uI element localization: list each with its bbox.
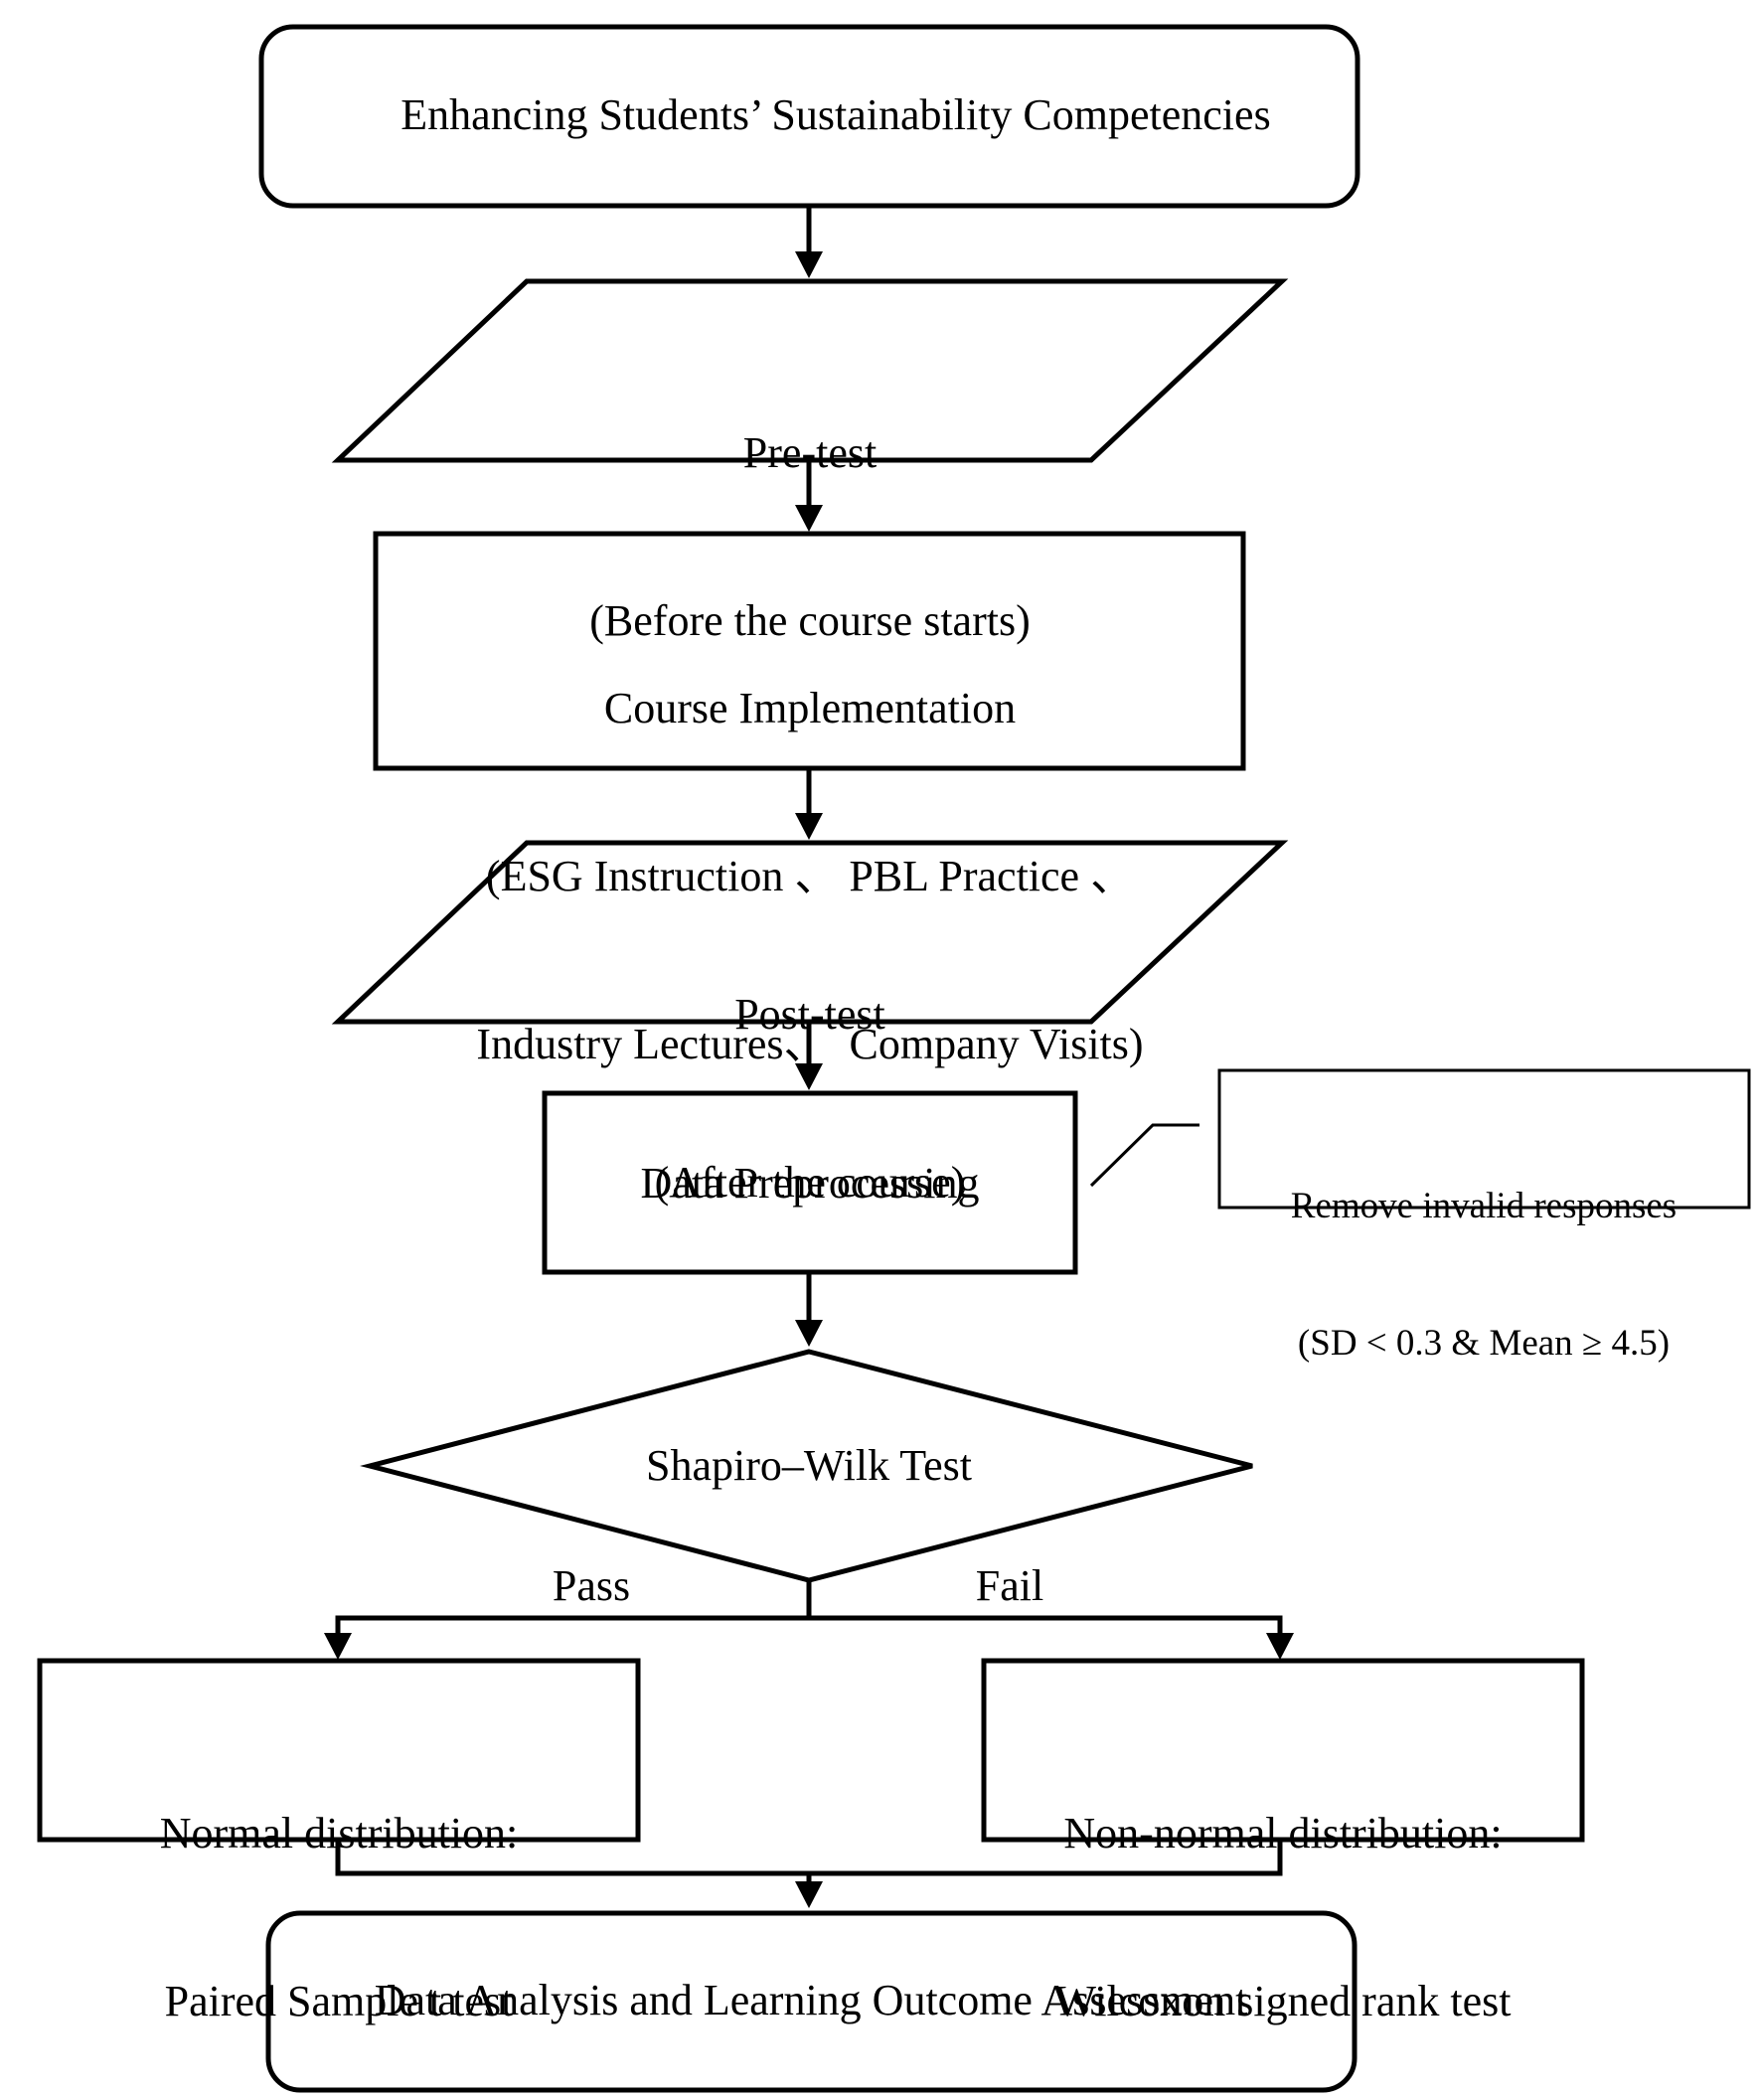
connector-fail-branch — [809, 1615, 1283, 1635]
arrowhead — [795, 1881, 823, 1908]
decision-label: Shapiro–Wilk Test — [646, 1441, 972, 1490]
arrowhead — [324, 1633, 352, 1660]
preprocessing-label: Data Preprocessing — [640, 1159, 980, 1208]
arrowhead — [795, 251, 823, 278]
pass-label: Pass — [552, 1561, 631, 1610]
note-leader-line — [1089, 1123, 1199, 1188]
note-box — [1217, 1068, 1751, 1210]
connector-pass-branch — [335, 1615, 809, 1635]
arrowhead — [795, 1320, 823, 1347]
note-label-line2: (SD < 0.3 & Mean ≥ 4.5) — [1297, 1323, 1671, 1365]
normal-label: Normal distribution: Paired Sample t tes… — [160, 1694, 519, 2085]
normal-label-line1: Normal distribution: — [159, 1808, 519, 1858]
pretest-label: Pre-test (Before the course starts) — [589, 313, 1030, 705]
course-label-line1: Course Implementation — [603, 683, 1017, 732]
arrowhead — [795, 813, 823, 840]
decision-diamond — [360, 1349, 1253, 1583]
posttest-parallelogram — [331, 840, 1289, 1025]
course-label-line3: Industry Lectures、 Company Visits) — [476, 1019, 1144, 1068]
preprocessing-box — [542, 1090, 1078, 1275]
pretest-parallelogram — [331, 278, 1289, 463]
pretest-label-line1: Pre-test — [742, 427, 878, 477]
arrowhead — [1266, 1633, 1294, 1660]
normal-box — [37, 1658, 641, 1843]
arrowhead — [795, 1063, 823, 1090]
posttest-label-line1: Post-test — [734, 989, 885, 1039]
note-label-line1: Remove invalid responses — [1290, 1185, 1677, 1226]
nonnormal-box — [981, 1658, 1585, 1843]
end-label: Data Analysis and Learning Outcome Asses… — [374, 1976, 1248, 2024]
start-label: Enhancing Students’ Sustainability Compe… — [400, 90, 1271, 139]
posttest-label-line2: (After the course) — [654, 1157, 966, 1207]
nonnormal-label-line2: Wilcoxon signed rank test — [1054, 1976, 1512, 2025]
start-terminator — [258, 24, 1360, 209]
nonnormal-label: Non-normal distribution: Wilcoxon signed… — [1055, 1694, 1512, 2085]
posttest-label: Post-test (After the course) — [655, 875, 966, 1266]
pretest-label-line2: (Before the course starts) — [589, 595, 1031, 645]
course-label-line2: (ESG Instruction 、 PBL Practice 、 — [485, 851, 1135, 900]
normal-label-line2: Paired Sample t test — [164, 1976, 514, 2025]
end-terminator — [265, 1910, 1358, 2093]
fail-label: Fail — [975, 1561, 1044, 1610]
arrowhead — [795, 505, 823, 532]
nonnormal-label-line1: Non-normal distribution: — [1063, 1808, 1503, 1858]
course-process-box — [373, 531, 1246, 771]
course-label: Course Implementation (ESG Instruction 、… — [476, 568, 1143, 1128]
note-label: Remove invalid responses (SD < 0.3 & Mea… — [1291, 1091, 1677, 1413]
